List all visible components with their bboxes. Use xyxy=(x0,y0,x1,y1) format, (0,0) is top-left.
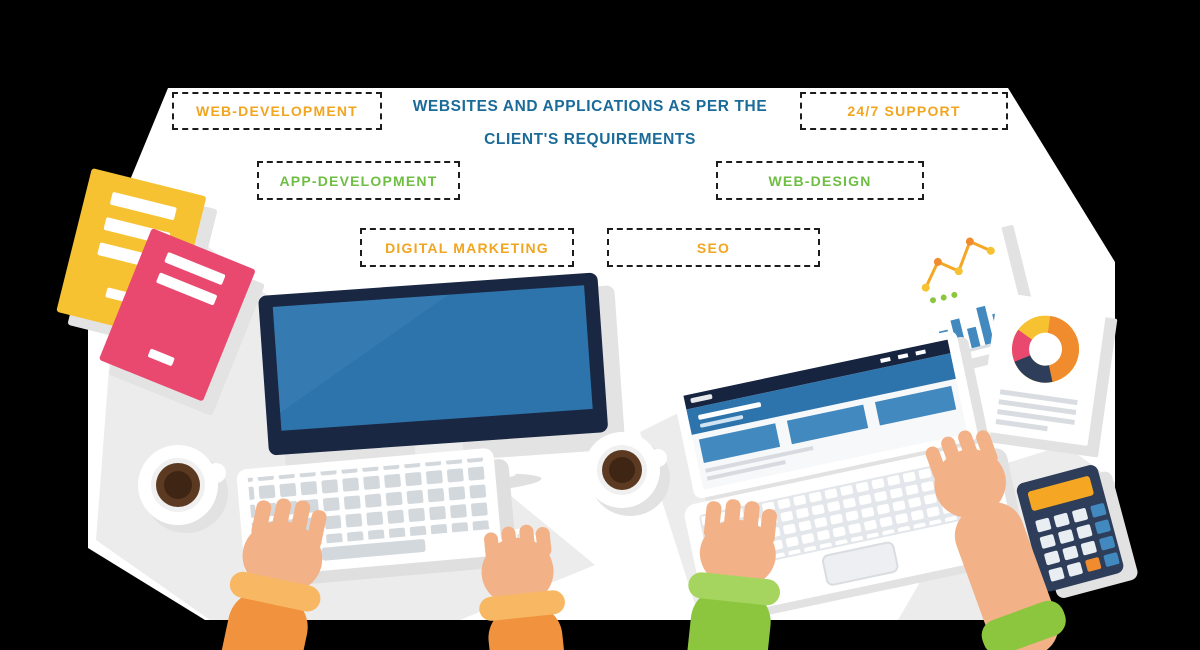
hand-left-on-keyboard xyxy=(206,498,327,650)
calculator xyxy=(1016,465,1138,598)
tag-digital-marketing: DIGITAL MARKETING xyxy=(360,228,574,267)
tag-web-design: WEB-DESIGN xyxy=(716,161,924,200)
pie-chart-paper xyxy=(978,292,1118,458)
tag-web-development: WEB-DEVELOPMENT xyxy=(172,92,382,130)
headline: WEBSITES AND APPLICATIONS AS PER THE CLI… xyxy=(380,90,800,156)
hand-left-on-mouse xyxy=(479,524,573,650)
tag-app-development: APP-DEVELOPMENT xyxy=(257,161,460,200)
headline-line-1: WEBSITES AND APPLICATIONS AS PER THE xyxy=(412,98,768,115)
coffee-cup-left xyxy=(138,445,228,533)
tag-24-7-support: 24/7 SUPPORT xyxy=(800,92,1008,130)
headline-line-2: CLIENT'S REQUIREMENTS xyxy=(484,131,696,148)
coffee-cup-right xyxy=(584,432,670,516)
laptop-with-website xyxy=(673,331,1027,624)
hand-right-right xyxy=(925,430,1066,650)
hand-right-left xyxy=(680,499,780,650)
tag-seo: SEO xyxy=(607,228,820,267)
notebook-pink xyxy=(99,228,265,416)
